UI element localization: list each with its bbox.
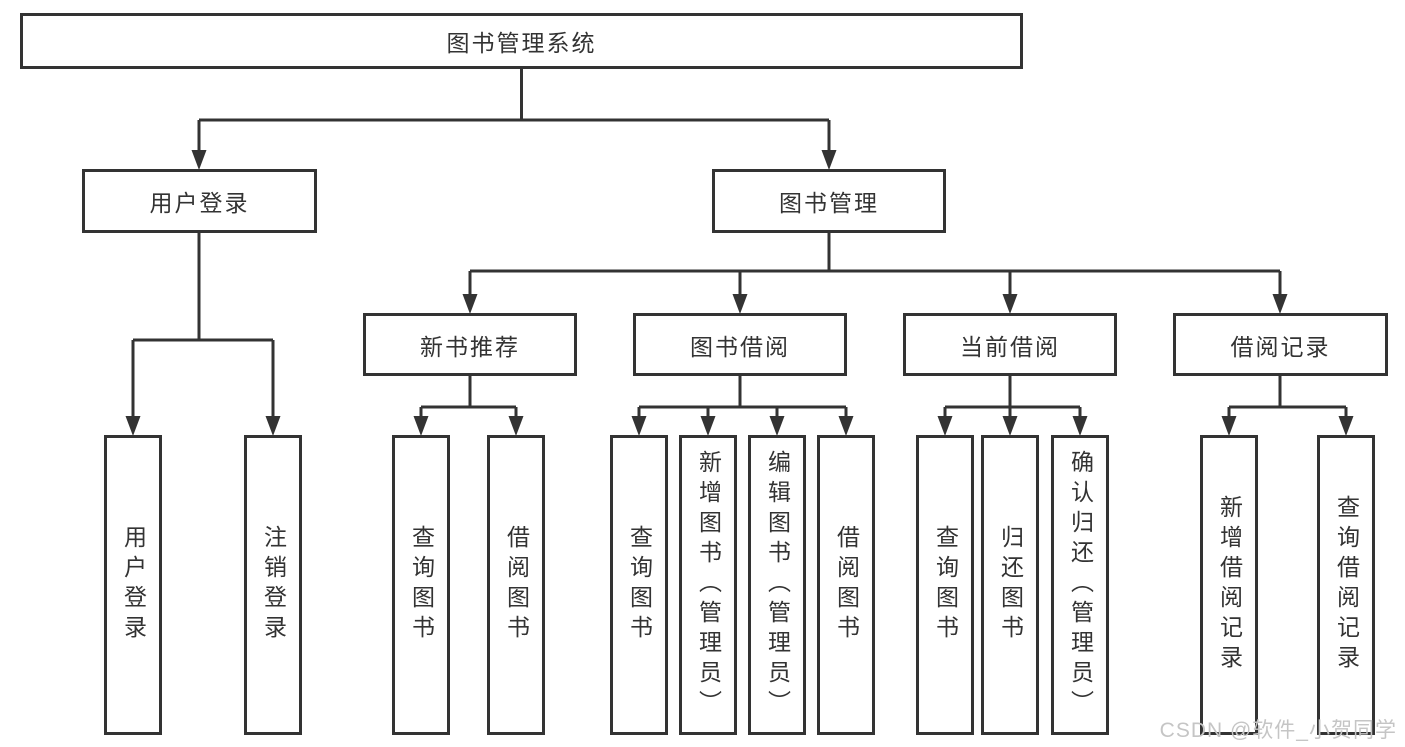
connector-book-management-children (462, 233, 1288, 314)
leaf-edit-book-admin-label: 编辑图书（管理员） (764, 450, 791, 720)
connector-borrow-records-children (1221, 376, 1354, 436)
leaf-add-borrow-record-label: 新增借阅记录 (1216, 495, 1243, 675)
node-borrow-records: 借阅记录 (1173, 313, 1388, 376)
node-book-borrow-label: 图书借阅 (690, 333, 790, 360)
leaf-query-books-borrow: 查询图书 (610, 435, 668, 735)
node-new-book-recommend-label: 新书推荐 (420, 333, 520, 360)
node-book-borrow: 图书借阅 (633, 313, 847, 376)
leaf-query-books-recommend-label: 查询图书 (408, 525, 435, 645)
node-borrow-records-label: 借阅记录 (1230, 333, 1331, 360)
leaf-query-books-borrow-label: 查询图书 (626, 525, 653, 645)
node-root-label: 图书管理系统 (446, 30, 597, 56)
node-user-login-label: 用户登录 (149, 190, 250, 216)
leaf-borrow-books-recommend: 借阅图书 (487, 435, 545, 735)
node-book-management: 图书管理 (712, 169, 946, 233)
node-new-book-recommend: 新书推荐 (363, 313, 577, 376)
node-current-borrow-label: 当前借阅 (960, 333, 1060, 360)
leaf-logout: 注销登录 (244, 435, 302, 735)
leaf-query-books-current-label: 查询图书 (932, 525, 959, 645)
csdn-watermark: CSDN @软件_小贺同学 (1159, 719, 1397, 742)
leaf-add-borrow-record: 新增借阅记录 (1200, 435, 1258, 735)
leaf-return-book-label: 归还图书 (997, 525, 1024, 645)
connector-user-login-children (125, 233, 281, 436)
leaf-borrow-books-label: 借阅图书 (833, 525, 860, 645)
leaf-add-book-admin: 新增图书（管理员） (679, 435, 737, 735)
node-book-management-label: 图书管理 (779, 190, 879, 216)
leaf-confirm-return-admin-label: 确认归还（管理员） (1067, 450, 1094, 720)
connector-book-borrow-children (631, 376, 854, 436)
leaf-logout-label: 注销登录 (260, 525, 287, 645)
leaf-edit-book-admin: 编辑图书（管理员） (748, 435, 806, 735)
node-user-login: 用户登录 (82, 169, 317, 233)
leaf-query-borrow-record: 查询借阅记录 (1317, 435, 1375, 735)
connector-root-to-level2 (191, 69, 837, 170)
leaf-query-borrow-record-label: 查询借阅记录 (1333, 495, 1360, 675)
leaf-user-login-label: 用户登录 (120, 525, 147, 645)
node-current-borrow: 当前借阅 (903, 313, 1117, 376)
leaf-borrow-books: 借阅图书 (817, 435, 875, 735)
leaf-confirm-return-admin: 确认归还（管理员） (1051, 435, 1109, 735)
leaf-user-login: 用户登录 (104, 435, 162, 735)
leaf-query-books-recommend: 查询图书 (392, 435, 450, 735)
leaf-return-book: 归还图书 (981, 435, 1039, 735)
connector-new-book-children (413, 376, 524, 436)
leaf-query-books-current: 查询图书 (916, 435, 974, 735)
connector-current-borrow-children (937, 376, 1088, 436)
node-root: 图书管理系统 (20, 13, 1023, 69)
leaf-borrow-books-recommend-label: 借阅图书 (503, 525, 530, 645)
leaf-add-book-admin-label: 新增图书（管理员） (695, 450, 722, 720)
